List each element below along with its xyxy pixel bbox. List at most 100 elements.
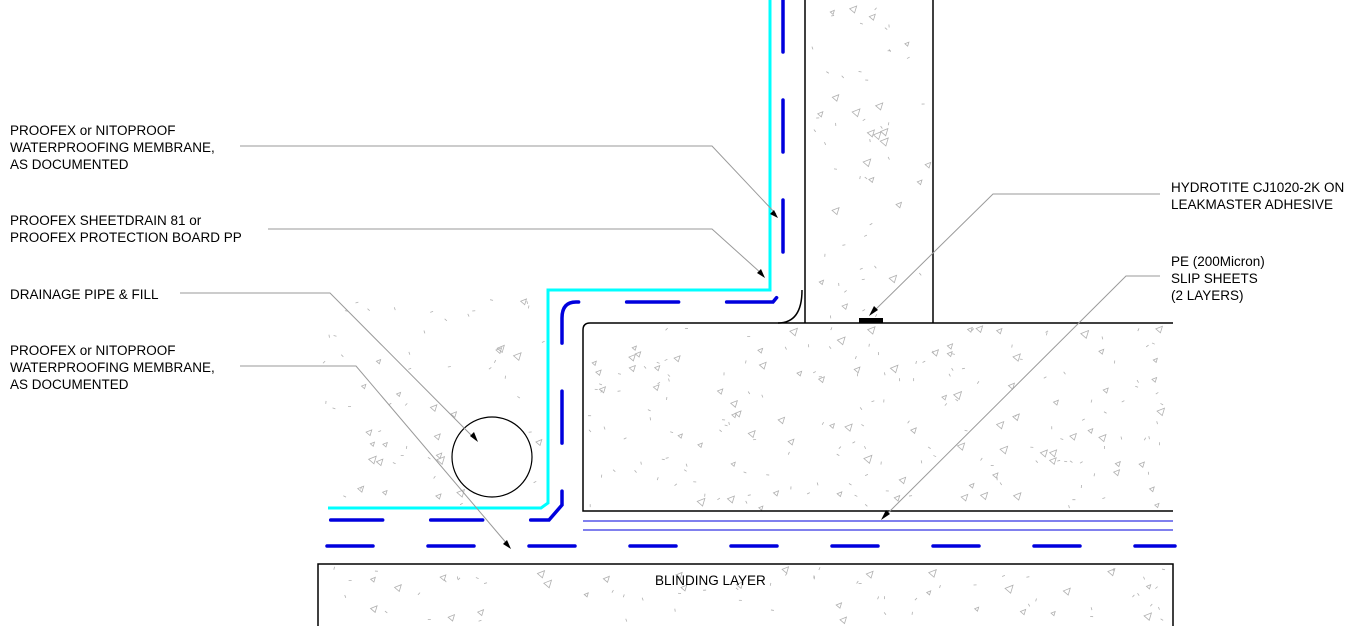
hatch-mark: [664, 358, 668, 361]
hatch-mark: [381, 489, 388, 496]
hatch-mark: [427, 457, 431, 460]
hatch-mark: [1045, 330, 1049, 333]
hatch-mark: [488, 367, 492, 370]
hatch-mark: [433, 433, 441, 441]
hatch-mark: [856, 580, 859, 584]
hatch-mark: [880, 125, 883, 129]
hatch-mark: [730, 461, 736, 467]
hatch-mark: [784, 346, 787, 350]
hatch-mark: [1120, 436, 1123, 440]
hatch-mark: [835, 602, 843, 609]
hatch-mark: [770, 609, 774, 611]
hatch-mark: [478, 619, 482, 622]
hatch-mark: [1043, 376, 1047, 379]
hatch-mark: [533, 480, 537, 484]
hatch-mark: [829, 9, 835, 16]
hatch-mark: [872, 131, 882, 141]
hatch-mark: [904, 41, 910, 47]
hatch-mark: [966, 326, 973, 333]
hatch-mark: [634, 470, 637, 473]
hatch-mark: [1160, 618, 1164, 621]
hatch-mark: [369, 576, 376, 583]
hatch-mark: [1012, 413, 1020, 422]
hatch-mark: [1101, 336, 1104, 340]
hatch-mark: [922, 360, 926, 363]
hatch-mark: [1136, 379, 1139, 383]
hatch-mark: [976, 381, 980, 384]
blinding-layer: [317, 563, 1174, 626]
hatch-mark: [747, 429, 756, 439]
hatch-mark: [1138, 461, 1145, 468]
hatch-mark: [888, 49, 891, 53]
hatch-mark: [787, 438, 795, 446]
hatch-mark: [405, 445, 408, 450]
hatch-mark: [625, 618, 628, 622]
hatch-mark: [595, 369, 602, 377]
hatch-mark: [1156, 421, 1158, 425]
hatch-mark: [697, 442, 703, 449]
hatch-mark: [677, 433, 684, 439]
hatch-mark: [459, 502, 463, 506]
hatch-mark: [948, 373, 951, 377]
hatch-mark: [789, 327, 798, 337]
label-drainage: DRAINAGE PIPE & FILL: [10, 287, 159, 302]
hatch-mark: [811, 46, 814, 50]
hatch-mark: [898, 476, 907, 485]
hatch-mark: [1161, 568, 1166, 571]
hatch-mark: [971, 328, 975, 332]
hatch-mark: [895, 201, 903, 209]
hatch-mark: [806, 492, 810, 495]
hatch-mark: [869, 139, 871, 143]
label-sheetdrain: PROOFEX SHEETDRAIN 81 or PROOFEX PROTECT…: [10, 213, 242, 245]
hatch-mark: [1098, 348, 1105, 355]
hatch-mark: [622, 594, 625, 598]
concrete-slab: [582, 322, 1173, 512]
hatch-mark: [863, 454, 873, 464]
hatch-mark: [367, 455, 377, 465]
leader-lines: [180, 145, 1160, 546]
hatch-mark: [826, 71, 830, 74]
hatch-mark: [598, 386, 607, 394]
hatch-mark: [861, 424, 865, 427]
hatch-mark: [657, 381, 661, 385]
hatch-mark: [603, 426, 606, 430]
hatch-mark: [1102, 497, 1106, 500]
hatch-mark: [436, 455, 446, 466]
hatch-mark: [944, 403, 948, 406]
hatch-mark: [851, 108, 861, 118]
hatch-mark: [961, 367, 966, 370]
hatch-mark: [665, 327, 668, 331]
hatch-mark: [874, 102, 884, 111]
hatch-mark: [343, 495, 347, 498]
hatch-mark: [643, 365, 647, 369]
hatch-mark: [854, 494, 858, 497]
hatch-mark: [852, 441, 856, 444]
hatch-mark: [527, 305, 530, 309]
hatch-mark: [1114, 460, 1121, 468]
hatch-mark: [906, 56, 910, 59]
hatch-mark: [884, 27, 888, 30]
hatch-mark: [1135, 385, 1139, 388]
hatch-mark: [914, 597, 918, 601]
hatch-mark: [1039, 449, 1048, 458]
hatch-mark: [1057, 459, 1061, 462]
hatch-mark: [404, 403, 408, 406]
leader-arrowheads: [470, 210, 890, 549]
hatch-mark: [999, 445, 1009, 455]
hatch-mark: [429, 404, 438, 412]
hatch-mark: [745, 360, 747, 364]
hatch-mark: [956, 442, 966, 451]
hatch-mark: [864, 503, 868, 507]
hatch-mark: [1160, 403, 1164, 406]
hatch-mark: [838, 446, 842, 449]
hatch-mark: [975, 325, 984, 334]
hatch-mark: [439, 574, 447, 582]
hatch-mark: [685, 463, 688, 467]
hatch-mark: [583, 592, 589, 598]
hatch-mark: [444, 579, 447, 583]
hatch-mark: [628, 353, 636, 362]
hatch-mark: [859, 22, 863, 25]
hatch-mark: [673, 355, 681, 363]
hatch-mark: [541, 340, 545, 343]
hatch-mark: [757, 347, 764, 354]
